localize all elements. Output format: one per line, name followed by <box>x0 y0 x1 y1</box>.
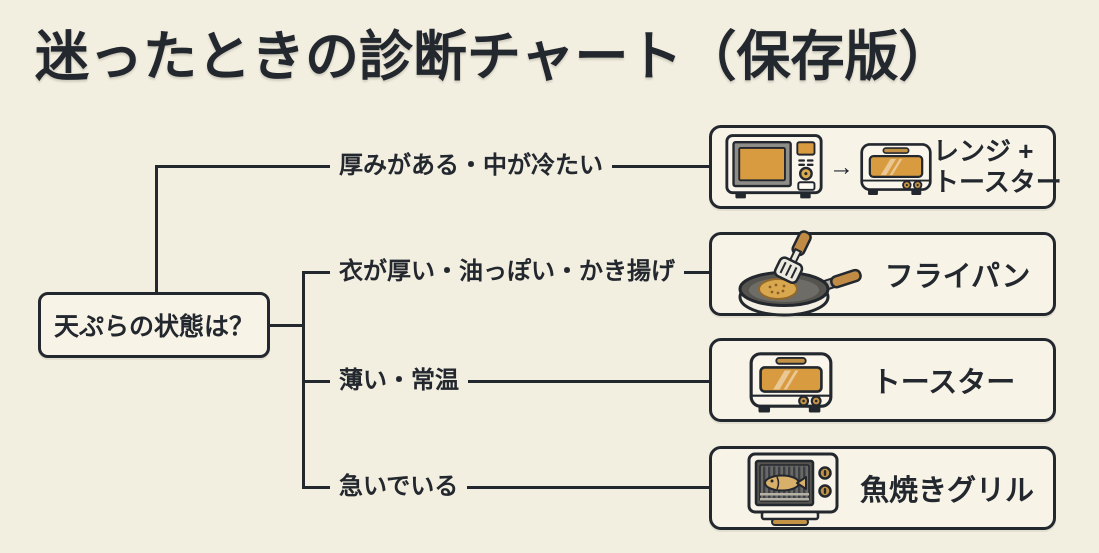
fish-grill-icon <box>746 449 841 527</box>
root-question-node: 天ぷらの状態は？ <box>38 292 270 358</box>
result-label-frypan: フライパン <box>884 261 1031 293</box>
toaster-icon <box>748 345 834 415</box>
branch4-condition-label: 急いでいる <box>330 471 468 503</box>
page-title: 迷ったときの診断チャート（保存版） <box>35 27 953 87</box>
result-box-fish-grill: 魚焼きグリル <box>709 446 1056 530</box>
result-line-2: トースター <box>933 167 1062 197</box>
arrow-right-icon: → <box>829 152 854 181</box>
branch3-condition-label: 薄い・常温 <box>330 365 468 397</box>
result-box-toaster: トースター <box>709 338 1056 422</box>
toaster-icon <box>859 137 933 197</box>
microwave-icon <box>724 132 824 202</box>
connector-branch1-vertical <box>155 165 158 292</box>
result-label-renji-toaster: レンジ + トースター <box>933 136 1062 197</box>
branch1-condition-label: 厚みがある・中が冷たい <box>330 150 612 182</box>
result-line-1: レンジ + <box>933 136 1034 167</box>
frying-pan-icon <box>732 229 864 321</box>
root-question-label: 天ぷらの状態は？ <box>53 313 254 341</box>
result-label-fish-grill: 魚焼きグリル <box>859 475 1034 507</box>
branch2-condition-label: 衣が厚い・油っぽい・かき揚げ <box>330 256 684 288</box>
result-box-frying-pan: フライパン <box>709 230 1056 317</box>
connector-root-stub <box>268 323 305 327</box>
result-box-microwave-toaster: → レンジ + トースター <box>709 125 1062 209</box>
result-label-toaster: トースター <box>871 367 1016 399</box>
connector-branch4-line <box>302 486 709 489</box>
connector-branch3-line <box>302 380 709 383</box>
